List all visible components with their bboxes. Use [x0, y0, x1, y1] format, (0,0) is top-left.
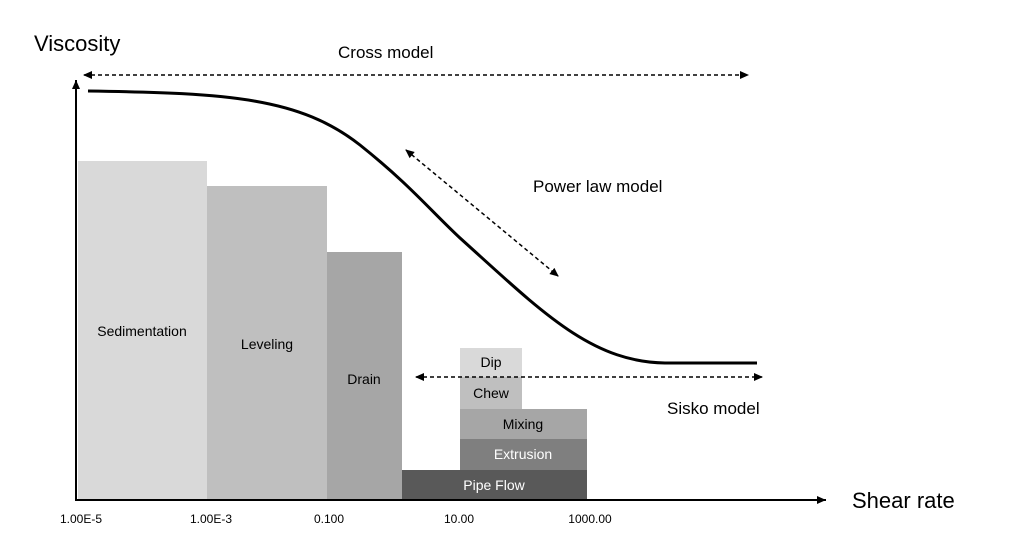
bar-dip — [460, 348, 522, 377]
y-axis-title: Viscosity — [34, 31, 120, 56]
x-axis-title: Shear rate — [852, 488, 955, 513]
bar-extrusion — [460, 439, 587, 470]
cross-model-label: Cross model — [338, 43, 433, 62]
x-tick-labels: 1.00E-5 1.00E-3 0.100 10.00 1000.00 — [60, 512, 612, 526]
x-tick-label: 0.100 — [314, 512, 344, 526]
label-pipe-flow: Pipe Flow — [463, 477, 525, 493]
bar-drain — [327, 252, 402, 500]
bar-mixing — [460, 409, 587, 439]
sisko-model-label: Sisko model — [667, 399, 760, 418]
process-bars — [78, 161, 587, 500]
label-extrusion: Extrusion — [494, 446, 552, 462]
x-tick-label: 10.00 — [444, 512, 474, 526]
label-chew: Chew — [473, 385, 510, 401]
x-tick-label: 1.00E-5 — [60, 512, 102, 526]
x-tick-label: 1.00E-3 — [190, 512, 232, 526]
power-law-model-label: Power law model — [533, 177, 662, 196]
bar-pipe-flow — [402, 470, 587, 500]
x-tick-label: 1000.00 — [568, 512, 612, 526]
label-sedimentation: Sedimentation — [97, 323, 187, 339]
bar-sedimentation — [78, 161, 207, 500]
label-drain: Drain — [347, 371, 380, 387]
process-labels: Sedimentation Leveling Drain Pipe Flow E… — [97, 323, 552, 493]
label-leveling: Leveling — [241, 336, 293, 352]
bar-chew — [460, 377, 522, 409]
label-mixing: Mixing — [503, 416, 543, 432]
power-law-model-arrow — [405, 149, 559, 277]
bar-leveling — [207, 186, 327, 500]
label-dip: Dip — [480, 354, 501, 370]
